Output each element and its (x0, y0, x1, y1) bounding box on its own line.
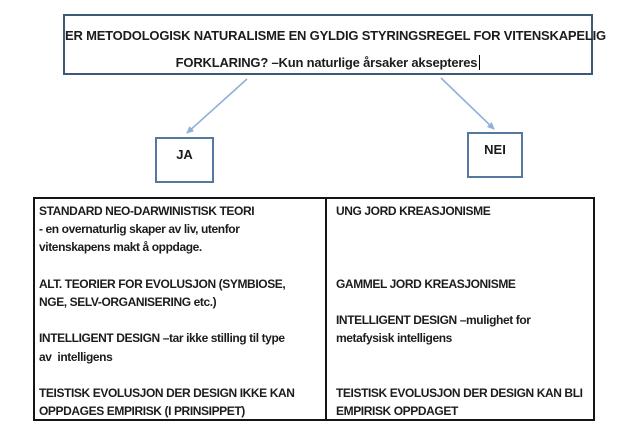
table-line: TEISTISK EVOLUSJON DER DESIGN KAN BLI (336, 385, 583, 400)
table-line (336, 238, 593, 256)
table-line (336, 293, 593, 311)
table-line (336, 348, 593, 366)
table-line (39, 311, 325, 329)
question-box: ER METODOLOGISK NATURALISME EN GYLDIG ST… (63, 14, 606, 76)
text-cursor (479, 55, 481, 70)
table-cell-nei-positions: UNG JORD KREASJONISME GAMMEL JORD KREASJ… (327, 199, 593, 419)
table-line (336, 257, 593, 275)
table-line: vitenskapens makt å oppdage. (39, 240, 202, 255)
table-line: - en overnaturlig skaper av liv, utenfor (39, 222, 240, 237)
table-line: NGE, SELV-ORGANISERING etc.) (39, 294, 217, 309)
question-line-1: ER METODOLOGISK NATURALISME EN GYLDIG ST… (65, 28, 606, 43)
table-cell-ja-positions: STANDARD NEO-DARWINISTISK TEORI - en ove… (35, 199, 327, 419)
table-line (336, 220, 593, 238)
table-line: metafysisk intelligens (336, 331, 452, 346)
table-line: INTELLIGENT DESIGN –mulighet for (336, 313, 531, 328)
branch-box-ja: JA (155, 137, 214, 183)
table-line: INTELLIGENT DESIGN –tar ikke stilling ti… (39, 331, 285, 346)
branch-label-nei: NEI (484, 142, 506, 157)
branch-box-nei: NEI (467, 132, 523, 178)
arrow-to-ja-icon (186, 78, 248, 134)
table-line: OPPDAGES EMPIRISK (I PRINSIPPET) (39, 404, 245, 419)
table-line: ALT. TEORIER FOR EVOLUSJON (SYMBIOSE, (39, 276, 286, 291)
table-line: GAMMEL JORD KREASJONISME (336, 276, 516, 291)
comparison-table: STANDARD NEO-DARWINISTISK TEORI - en ove… (33, 197, 595, 421)
table-line: av intelligens (39, 349, 113, 364)
branch-label-ja: JA (176, 147, 193, 162)
question-line-2-text: FORKLARING? –Kun naturlige årsaker aksep… (175, 55, 478, 70)
table-line (336, 366, 593, 384)
table-line: UNG JORD KREASJONISME (336, 204, 491, 218)
table-line: STANDARD NEO-DARWINISTISK TEORI (39, 204, 255, 218)
arrow-to-nei-icon (440, 77, 495, 130)
table-line: EMPIRISK OPPDAGET (336, 404, 458, 419)
table-line (39, 257, 325, 275)
table-line (39, 366, 325, 384)
table-line: TEISTISK EVOLUSJON DER DESIGN IKKE KAN (39, 385, 295, 400)
question-line-2: FORKLARING? –Kun naturlige årsaker aksep… (65, 49, 591, 76)
